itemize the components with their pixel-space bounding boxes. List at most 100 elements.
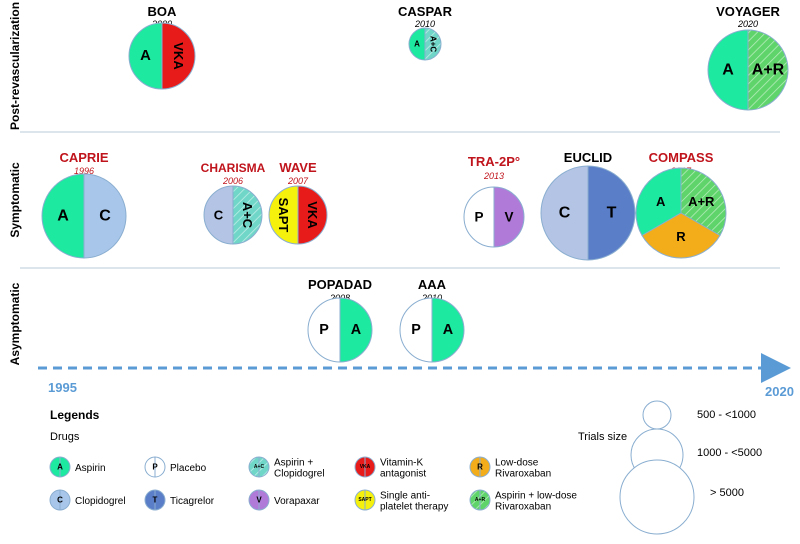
segment-aspirin: [635, 167, 682, 237]
segment-vorapaxar: [493, 186, 525, 248]
legend-label: Rivaroxaban: [495, 469, 551, 480]
segment-clopidogrel_light: [203, 185, 234, 245]
trial-compass: COMPASS2017AA+RR: [635, 150, 727, 259]
segment-aspirin: [339, 297, 373, 363]
segment-label: A+R: [688, 194, 715, 209]
trial-name: BOA: [148, 4, 178, 19]
legend-title: Legends: [50, 408, 100, 422]
trial-year: 2010: [414, 19, 435, 29]
trial-name: CASPAR: [398, 4, 453, 19]
legend-key: R: [477, 463, 483, 472]
legend-label: Aspirin +: [274, 458, 313, 469]
trial-size-medium-label: 1000 - <5000: [697, 447, 762, 459]
trial-popadad: POPADAD2008PA: [307, 277, 373, 363]
segment-label: A+C: [240, 202, 255, 229]
segment-label: P: [411, 322, 421, 338]
legend-swatch: [154, 456, 166, 478]
legend-swatch: [258, 489, 270, 511]
segment-placebo: [463, 186, 495, 248]
timeline-end-year: 2020: [765, 384, 794, 399]
segment-label: P: [474, 210, 483, 225]
trial-name: AAA: [418, 277, 447, 292]
segment-label: A: [351, 322, 362, 338]
trial-year: 1996: [74, 166, 94, 176]
legend-swatch: [354, 489, 366, 511]
legend-swatch: [479, 489, 491, 511]
legend-swatch: [479, 456, 491, 478]
segment-label: V: [504, 210, 513, 225]
legend-swatch: [469, 456, 481, 478]
trial-size-large-label: > 5000: [710, 487, 744, 499]
legend-key: A+R: [475, 497, 486, 503]
legend-swatch: [144, 489, 156, 511]
segment-label: A: [140, 48, 151, 64]
segment-label: A: [443, 322, 454, 338]
segment-label: C: [214, 208, 224, 223]
legend-swatch: [49, 456, 61, 478]
legend-key: A+C: [254, 464, 265, 470]
segment-combo_ac: [232, 185, 263, 245]
trial-size-title: Trials size: [578, 431, 627, 443]
legend-swatch: [258, 456, 270, 478]
trial-name: POPADAD: [308, 277, 372, 292]
legend-swatch: [364, 456, 376, 478]
trial-name: WAVE: [279, 160, 317, 175]
trial-year: 2020: [737, 19, 758, 29]
legend-key: P: [152, 463, 158, 472]
legend-label: antagonist: [380, 469, 426, 480]
segment-clopidogrel: [83, 173, 127, 259]
legend-swatch: [248, 489, 260, 511]
segment-vka: [161, 22, 196, 90]
legend-item-vorapaxar: V Vorapaxar: [248, 489, 320, 511]
trial-boa: BOA2000AVKA: [128, 4, 196, 90]
segment-vka: [297, 185, 328, 245]
segment-aspirin: [128, 22, 163, 90]
trial-euclid: EUCLID2016CT: [540, 150, 636, 261]
segment-label: C: [99, 208, 111, 225]
trials-layer: BOA2000AVKACASPAR2010AA+CVOYAGER2020AA+R…: [41, 4, 789, 363]
segment-aspirin: [707, 29, 749, 111]
legend-label: Clopidogrel: [274, 469, 325, 480]
trial-size-large-circle: [619, 459, 695, 535]
legend-label: Placebo: [170, 463, 207, 474]
trial-name: CAPRIE: [59, 150, 108, 165]
legend-swatch: [248, 456, 260, 478]
trial-year: 2006: [222, 176, 243, 186]
segment-label: VKA: [171, 42, 186, 70]
legend-label: platelet therapy: [380, 502, 448, 513]
trial-size-small-label: 500 - <1000: [697, 409, 756, 421]
segment-combo_ar: [680, 167, 727, 237]
legend-key: V: [256, 496, 262, 505]
legend-label: Vitamin-K: [380, 458, 423, 469]
legend-swatch: [469, 489, 481, 511]
segment-label: C: [559, 205, 571, 222]
trial-name: CHARISMA: [201, 161, 266, 175]
segment-combo_ar: [747, 29, 789, 111]
segment-aspirin: [41, 173, 85, 259]
legend-drugs-label: Drugs: [50, 431, 80, 443]
segment-clopidogrel_light: [540, 165, 589, 261]
legend-label: Clopidogrel: [75, 496, 126, 507]
legend-swatch: [144, 456, 156, 478]
legend-label: Vorapaxar: [274, 496, 320, 507]
legend-label: Ticagrelor: [170, 496, 215, 507]
segment-label: SAPT: [276, 198, 291, 233]
legend-label: Rivaroxaban: [495, 502, 551, 513]
row-label-symptomatic: Symptomatic: [8, 162, 22, 238]
legend-swatch: [154, 489, 166, 511]
legend-key: SAPT: [358, 497, 371, 503]
legend-swatch: [364, 489, 376, 511]
segment-ticagrelor: [587, 165, 636, 261]
segment-label: A: [656, 194, 666, 209]
segment-label: A+R: [752, 62, 785, 79]
trial-name: EUCLID: [564, 150, 612, 165]
